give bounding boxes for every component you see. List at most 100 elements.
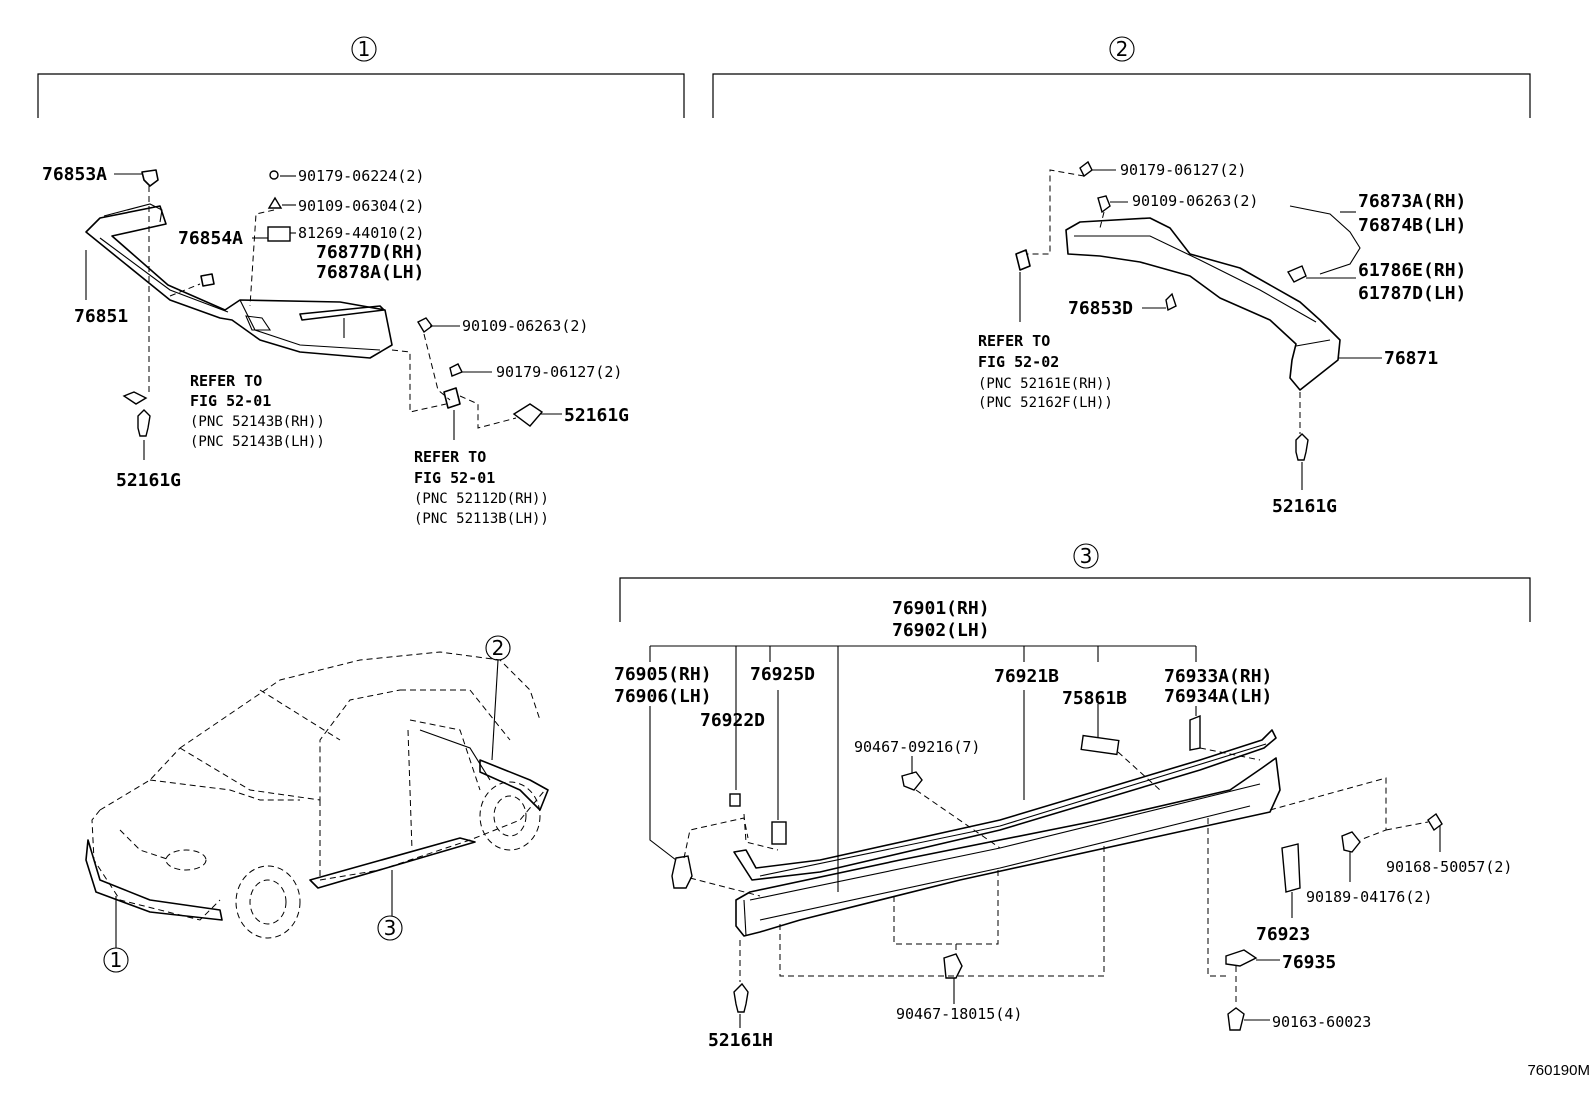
label-76935: 76935 bbox=[1282, 952, 1336, 973]
clip-52161G-left bbox=[137, 409, 151, 437]
tape-76925D bbox=[771, 821, 787, 845]
label-76923: 76923 bbox=[1256, 924, 1310, 945]
label-90467-09216: 90467-09216(7) bbox=[854, 738, 980, 756]
bracket-ref-52161E bbox=[1015, 249, 1031, 271]
refer-note-rear: REFER TO FIG 52-02 (PNC 52161E(RH)) (PNC… bbox=[978, 332, 1113, 411]
label-76877D: 76877D(RH) bbox=[316, 242, 424, 263]
clip-90109-06304 bbox=[267, 196, 283, 209]
screw-90179-06127 bbox=[449, 363, 463, 377]
label-52161H: 52161H bbox=[708, 1030, 773, 1051]
label-76902: 76902(LH) bbox=[892, 620, 990, 641]
label-76878A: 76878A(LH) bbox=[316, 262, 424, 283]
screw-90179-06224 bbox=[269, 170, 279, 180]
refer-right-line-1: REFER TO bbox=[414, 448, 486, 466]
screw-90179-06127 bbox=[1079, 160, 1093, 178]
car-marker-side-circle bbox=[377, 915, 403, 941]
label-76922D: 76922D bbox=[700, 710, 765, 731]
screw-90168-50057 bbox=[1427, 812, 1443, 832]
front-spoiler-76851 bbox=[85, 205, 393, 359]
label-90467-18015: 90467-18015(4) bbox=[896, 1005, 1022, 1023]
clip-76853A bbox=[141, 169, 159, 187]
label-76873A: 76873A(RH) bbox=[1358, 191, 1466, 212]
refer-rear-line-1: REFER TO bbox=[978, 332, 1050, 350]
clip-52161G-right bbox=[512, 403, 544, 427]
label-90179-06127-rear: 90179-06127(2) bbox=[1120, 161, 1246, 179]
bracket-76905 bbox=[671, 855, 693, 889]
label-76851: 76851 bbox=[74, 306, 128, 327]
bracket-ref-52112D bbox=[443, 387, 461, 409]
section-3-side-skirt: 3 bbox=[614, 543, 1531, 1051]
label-76925D: 76925D bbox=[750, 664, 815, 685]
section-3-marker: 3 bbox=[1080, 544, 1093, 568]
vehicle-rear-spoiler bbox=[479, 759, 549, 811]
label-81269-44010: 81269-44010(2) bbox=[298, 224, 424, 242]
label-76871: 76871 bbox=[1384, 348, 1438, 369]
section-3-bracket bbox=[619, 577, 1531, 622]
harness-76873A bbox=[1289, 205, 1361, 275]
label-90168-50057: 90168-50057(2) bbox=[1386, 858, 1512, 876]
refer-right-line-3: (PNC 52112D(RH)) bbox=[414, 491, 549, 507]
label-90189-04176: 90189-04176(2) bbox=[1306, 888, 1432, 906]
clip-52161G-rear bbox=[1295, 433, 1309, 461]
clip-90467-18015 bbox=[943, 953, 963, 979]
molding-76877D bbox=[299, 305, 385, 321]
refer-right-line-4: (PNC 52113B(LH)) bbox=[414, 511, 549, 527]
label-76934A: 76934A(LH) bbox=[1164, 686, 1272, 707]
clip-76933A bbox=[1189, 714, 1201, 751]
label-90109-06263: 90109-06263(2) bbox=[462, 317, 588, 335]
figure-code: 760190M bbox=[1527, 1062, 1590, 1079]
clip-76854A bbox=[200, 273, 215, 287]
refer-right-line-2: FIG 52-01 bbox=[414, 469, 495, 487]
refer-note-left: REFER TO FIG 52-01 (PNC 52143B(RH)) (PNC… bbox=[190, 372, 325, 450]
clip-76853D bbox=[1165, 292, 1177, 312]
bracket-ref-52143B bbox=[122, 391, 148, 405]
label-76853A: 76853A bbox=[42, 164, 107, 185]
clip-90109-06263 bbox=[417, 317, 433, 334]
label-76853D: 76853D bbox=[1068, 298, 1133, 319]
vehicle-front-spoiler bbox=[85, 839, 223, 921]
nut-90189-04176 bbox=[1341, 831, 1361, 853]
vehicle-side-skirt bbox=[309, 837, 476, 889]
label-90163-60023: 90163-60023 bbox=[1272, 1013, 1371, 1031]
label-76905: 76905(RH) bbox=[614, 664, 712, 685]
label-75861B: 75861B bbox=[1062, 688, 1127, 709]
label-76874B: 76874B(LH) bbox=[1358, 215, 1466, 236]
section-2-bracket bbox=[712, 73, 1531, 118]
label-90179-06127: 90179-06127(2) bbox=[496, 363, 622, 381]
refer-left-line-1: REFER TO bbox=[190, 372, 262, 390]
label-76901: 76901(RH) bbox=[892, 598, 990, 619]
refer-rear-line-2: FIG 52-02 bbox=[978, 353, 1059, 371]
label-76933A: 76933A(RH) bbox=[1164, 666, 1272, 687]
label-76921B: 76921B bbox=[994, 666, 1059, 687]
refer-rear-line-3: (PNC 52161E(RH)) bbox=[978, 376, 1113, 392]
label-52161G-left: 52161G bbox=[116, 470, 181, 491]
vehicle-roof-outline bbox=[179, 651, 541, 749]
car-marker-side: 3 bbox=[384, 916, 397, 940]
clip-52161H bbox=[733, 982, 749, 1013]
rear-spoiler-76871 bbox=[1065, 217, 1341, 391]
label-90179-06224: 90179-06224(2) bbox=[298, 167, 424, 185]
refer-rear-line-4: (PNC 52162F(LH)) bbox=[978, 395, 1113, 411]
bracket-76935 bbox=[1225, 949, 1258, 967]
refer-left-line-2: FIG 52-01 bbox=[190, 392, 271, 410]
car-marker-rear: 2 bbox=[492, 636, 505, 660]
bolt-90163-60023 bbox=[1227, 1007, 1245, 1031]
section-1-bracket bbox=[37, 73, 685, 118]
section-1-marker: 1 bbox=[358, 37, 371, 61]
section-2-marker: 2 bbox=[1116, 37, 1129, 61]
label-61786E: 61786E(RH) bbox=[1358, 260, 1466, 281]
section-2-rear-spoiler: 2 90179-06127(2) 90109-06263(2) 76873A(R… bbox=[712, 36, 1531, 517]
vehicle-overview: 1 2 3 bbox=[85, 635, 549, 973]
grommet-61786E bbox=[1286, 265, 1307, 283]
refer-note-right: REFER TO FIG 52-01 (PNC 52112D(RH)) (PNC… bbox=[414, 448, 549, 527]
refer-left-line-4: (PNC 52143B(LH)) bbox=[190, 434, 325, 450]
molding-76921B bbox=[733, 729, 1277, 881]
label-76854A: 76854A bbox=[178, 228, 243, 249]
label-52161G-rear: 52161G bbox=[1272, 496, 1337, 517]
car-marker-front: 1 bbox=[110, 948, 123, 972]
pad-75861B bbox=[1080, 734, 1120, 756]
clip-90109-06263 bbox=[1097, 195, 1111, 214]
refer-left-line-3: (PNC 52143B(RH)) bbox=[190, 414, 325, 430]
label-76906: 76906(LH) bbox=[614, 686, 712, 707]
